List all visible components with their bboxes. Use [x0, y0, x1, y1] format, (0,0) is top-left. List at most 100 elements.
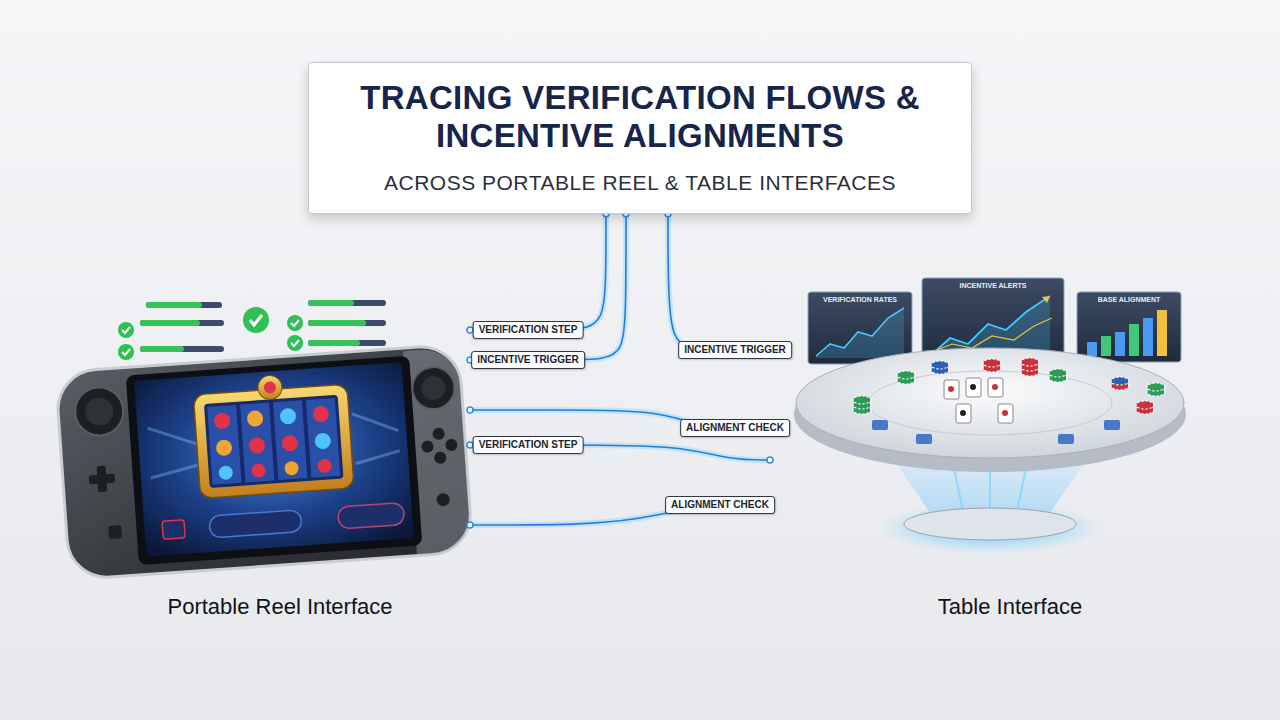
flow-connector — [470, 214, 606, 330]
edge-label: VERIFICATION STEP — [473, 436, 584, 454]
playing-cards-part — [948, 386, 954, 392]
playing-cards-part — [970, 384, 976, 390]
chart-panel-part — [930, 296, 1050, 356]
chart-panel-part — [1129, 324, 1139, 356]
handheld-device-part — [108, 525, 122, 539]
title-box: TRACING VERIFICATION FLOWS & INCENTIVE A… — [308, 62, 972, 214]
title-subheading: ACROSS PORTABLE REEL & TABLE INTERFACES — [384, 170, 896, 195]
playing-cards-part — [960, 410, 966, 416]
status-checks-part — [250, 315, 262, 325]
status-checks-part — [308, 300, 386, 306]
connector-glow — [668, 214, 770, 350]
chart-panel — [1077, 292, 1181, 362]
status-checks-part — [122, 349, 130, 355]
chart-panel-part — [1077, 292, 1181, 362]
playing-cards-part — [944, 380, 959, 399]
chart-panel — [808, 292, 912, 364]
playing-cards-part — [956, 404, 971, 423]
chart-heading: BASE ALIGNMENT — [1098, 296, 1161, 304]
status-checks-part — [118, 344, 134, 360]
status-checks-part — [291, 340, 299, 346]
status-checks-part — [308, 300, 354, 306]
chart-panel-part — [932, 318, 1052, 352]
status-checks-part — [140, 320, 224, 326]
status-checks-part — [140, 346, 224, 352]
status-checks-part — [146, 302, 222, 308]
node-label: Portable Reel Interface — [167, 594, 392, 625]
handheld-device-part — [337, 502, 404, 529]
chip-stacks-part — [1021, 358, 1039, 366]
handheld-device-part — [126, 356, 423, 565]
table-figure-part — [916, 434, 932, 444]
status-checks-part — [308, 320, 366, 326]
table-figure-part — [1058, 434, 1074, 444]
edge-label: ALIGNMENT CHECK — [665, 496, 775, 514]
handheld-device-part — [273, 400, 307, 480]
chart-heading: INCENTIVE ALERTS — [959, 282, 1026, 290]
handheld-device-part — [436, 492, 451, 507]
chip-stacks-part — [1136, 401, 1154, 409]
handheld-device-part — [312, 405, 329, 422]
handheld-device-part — [434, 451, 447, 464]
playing-cards-part — [988, 378, 1003, 397]
table-figure-part — [872, 420, 888, 430]
chart-panel-part — [816, 308, 904, 358]
status-checks-part — [308, 340, 386, 346]
chart-heading: VERIFICATION RATES — [823, 296, 897, 304]
status-checks-part — [140, 320, 200, 326]
chart-panel-part — [1101, 336, 1111, 356]
handheld-device-part — [209, 510, 302, 538]
connector-dot — [467, 522, 473, 528]
chart-panel-part — [816, 308, 904, 356]
handheld-device-part — [248, 437, 265, 454]
status-checks-part — [140, 346, 184, 352]
status-checks-part — [308, 320, 386, 326]
chart-panel-part — [1042, 296, 1050, 303]
handheld-device-part — [284, 461, 299, 476]
device-node: Portable Reel Interface — [60, 290, 470, 625]
connector-dot — [767, 457, 773, 463]
handheld-device-part — [218, 465, 233, 480]
flow-connector — [668, 214, 770, 350]
handheld-device-part — [84, 397, 114, 427]
chart-panel-part — [808, 292, 912, 364]
playing-cards-part — [998, 404, 1013, 423]
handheld-device-part — [421, 440, 434, 453]
handheld-device-part — [214, 412, 231, 429]
chip-stacks-part — [853, 396, 871, 404]
handheld-device-part — [204, 395, 344, 488]
handheld-device-part — [216, 439, 233, 456]
handheld-device-part — [411, 366, 456, 411]
table-figure-part — [904, 508, 1076, 540]
chip-stacks-part — [1147, 383, 1165, 391]
handheld-device-part — [251, 463, 266, 478]
status-checks-part — [287, 315, 303, 331]
node-label: Table Interface — [938, 594, 1082, 625]
playing-cards — [944, 378, 1013, 423]
chip-stacks-part — [1111, 377, 1129, 385]
connector-dot — [467, 407, 473, 413]
flow-connector — [470, 214, 626, 360]
chip-stacks-part — [983, 359, 1001, 367]
chip-stacks-part — [1049, 369, 1067, 377]
handheld-device-part — [247, 410, 264, 427]
handheld-device-part — [134, 362, 414, 556]
handheld-device-part — [207, 405, 241, 485]
chart-panel-part — [1115, 332, 1125, 356]
handheld-device-part — [317, 458, 332, 473]
status-checks-part — [243, 307, 269, 333]
table-figure-part — [796, 348, 1184, 458]
handheld-device-part — [97, 466, 108, 493]
handheld-device-part — [421, 375, 447, 401]
chart-panel-part — [1143, 318, 1153, 356]
handheld-device-part — [281, 435, 298, 452]
table-figure-part — [1104, 420, 1120, 430]
playing-cards-part — [1002, 410, 1008, 416]
table-figure — [794, 348, 1186, 554]
status-checks-part — [118, 322, 134, 338]
playing-cards-part — [992, 384, 998, 390]
handheld-device-part — [74, 386, 125, 437]
status-checks-part — [291, 320, 299, 326]
edge-label: VERIFICATION STEP — [473, 321, 584, 339]
